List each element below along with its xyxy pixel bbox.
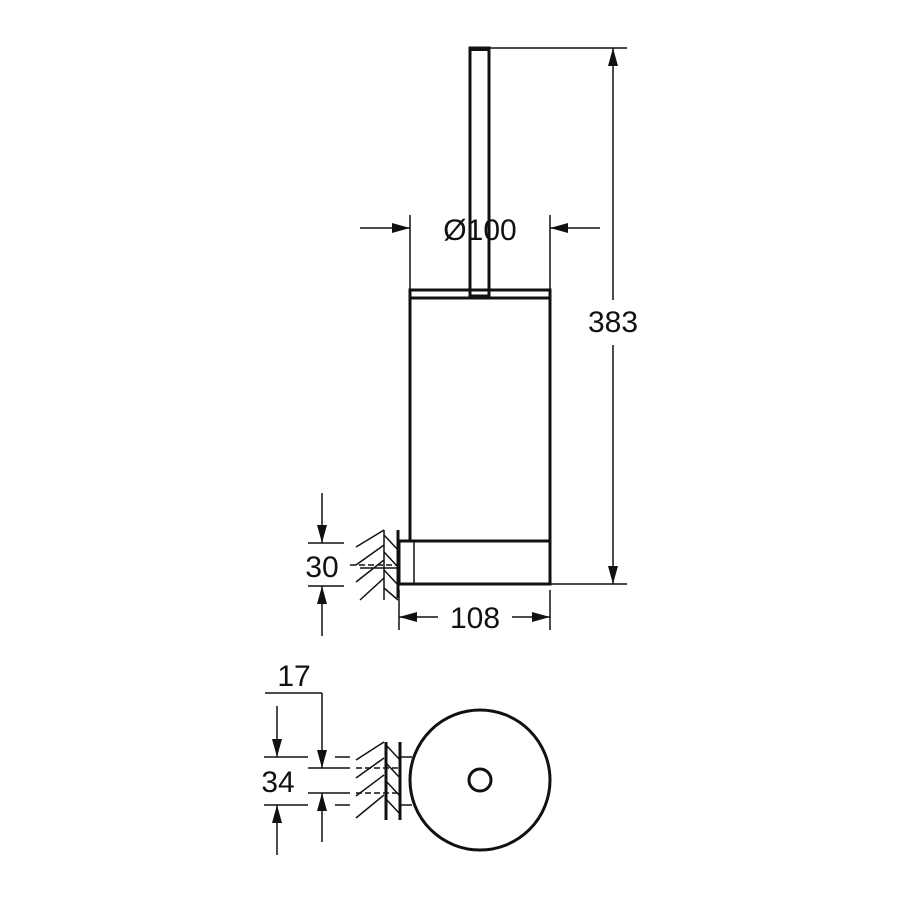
wall-hatch-top: [355, 741, 401, 819]
brush-handle: [468, 46, 491, 298]
top-view: 17 34: [261, 660, 552, 855]
height-label: 383: [588, 306, 638, 339]
diameter-label: Ø100: [443, 214, 516, 247]
handle-hole: [467, 767, 493, 793]
base-height-label: 30: [305, 551, 338, 584]
front-view: Ø100 383 30 108: [305, 46, 638, 636]
depth-label: 108: [450, 602, 500, 635]
wall-hatch-front: [350, 529, 400, 601]
bracket-spacing-label: 34: [261, 766, 294, 799]
wall-holder-base: [397, 539, 552, 586]
container-body: [408, 296, 552, 543]
wall-offset-label: 17: [277, 660, 310, 693]
container-top-circle: [408, 708, 552, 852]
